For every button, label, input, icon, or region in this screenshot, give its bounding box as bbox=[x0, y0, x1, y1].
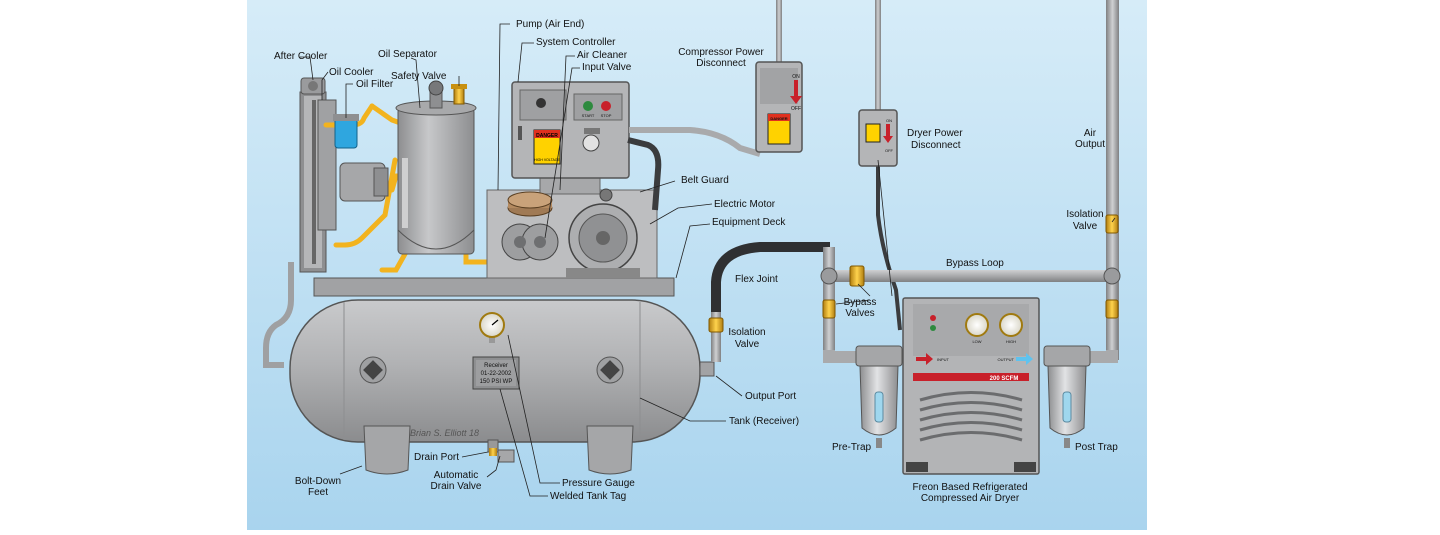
label-input-valve: Input Valve bbox=[582, 62, 632, 73]
label-electric-motor: Electric Motor bbox=[714, 199, 776, 210]
tank-feet bbox=[363, 425, 634, 475]
dryer-disconnect-off-text: OFF bbox=[885, 148, 894, 153]
electric-motor bbox=[566, 188, 640, 278]
label-post-trap: Post Trap bbox=[1075, 442, 1118, 453]
label-dryer-caption-line-1: Freon Based Refrigerated bbox=[912, 482, 1028, 493]
label-oil-cooler: Oil Cooler bbox=[329, 67, 374, 78]
cooler-return-line bbox=[263, 262, 294, 368]
dryer-disconnect-on-text: ON bbox=[886, 118, 892, 123]
isolation-valve-left bbox=[708, 310, 724, 362]
receiver-tank bbox=[289, 299, 701, 443]
disconnect-danger-text: DANGER bbox=[770, 116, 787, 121]
disconnect-on-text: ON bbox=[792, 74, 800, 80]
label-air-output-line-1: Air bbox=[1083, 128, 1097, 139]
pump-air-end bbox=[501, 223, 559, 261]
label-bypass-loop: Bypass Loop bbox=[946, 258, 1004, 269]
label-dryer-power-disconnect-line-1: Dryer Power bbox=[907, 128, 963, 139]
dryer-output-text: OUTPUT bbox=[998, 357, 1015, 362]
label-flex-joint: Flex Joint bbox=[735, 274, 778, 285]
air-dryer bbox=[902, 297, 1040, 475]
tank-tag-line-1: Receiver bbox=[484, 363, 508, 369]
equipment-text: Receiver 01-22-2002 150 PSI WP Brian S. … bbox=[410, 74, 1018, 438]
label-compressor-power-disconnect-line-1: Compressor Power bbox=[678, 47, 764, 58]
label-oil-filter: Oil Filter bbox=[356, 79, 394, 90]
label-automatic-drain-valve-line-2: Drain Valve bbox=[430, 481, 482, 492]
dryer-gauge-low-text: LOW bbox=[972, 339, 981, 344]
controller-danger-text: DANGER bbox=[536, 133, 558, 139]
post-trap bbox=[1043, 345, 1091, 448]
label-automatic-drain-valve-line-1: Automatic bbox=[433, 470, 479, 481]
label-dryer-power-disconnect-line-2: Disconnect bbox=[911, 140, 961, 151]
bypass-piping bbox=[820, 214, 1121, 363]
controller-start-text: START bbox=[582, 113, 595, 118]
tank-output-port bbox=[699, 361, 715, 377]
dryer-model-text: 200 SCFM bbox=[990, 376, 1019, 382]
system-controller bbox=[511, 81, 630, 179]
drain-valve bbox=[487, 439, 515, 463]
fan-motor bbox=[339, 162, 389, 202]
label-air-cleaner: Air Cleaner bbox=[577, 50, 628, 61]
pressure-gauge bbox=[479, 312, 505, 343]
label-drain-port: Drain Port bbox=[414, 452, 460, 463]
oil-filter bbox=[333, 114, 359, 149]
tank-tag-line-3: 150 PSI WP bbox=[480, 379, 513, 385]
label-output-port: Output Port bbox=[745, 391, 797, 402]
after-cooler bbox=[299, 77, 337, 273]
label-bolt-down-feet-line-2: Feet bbox=[307, 487, 329, 498]
label-pump-air-end: Pump (Air End) bbox=[516, 19, 585, 30]
label-pressure-gauge: Pressure Gauge bbox=[562, 478, 635, 489]
label-isolation-valve-left-line-2: Valve bbox=[734, 339, 760, 350]
label-oil-separator: Oil Separator bbox=[378, 49, 437, 60]
equipment-deck bbox=[313, 277, 675, 297]
label-bypass-valves-line-2: Valves bbox=[845, 308, 875, 319]
oil-separator bbox=[395, 80, 477, 255]
label-equipment-deck: Equipment Deck bbox=[712, 217, 786, 228]
leader-lines bbox=[300, 23, 1116, 497]
dryer-power-disconnect bbox=[858, 109, 898, 167]
artist-signature: Brian S. Elliott 18 bbox=[410, 428, 479, 438]
tank-tag-line-2: 01-22-2002 bbox=[481, 371, 512, 377]
label-safety-valve: Safety Valve bbox=[391, 71, 447, 82]
label-tank-receiver: Tank (Receiver) bbox=[729, 416, 800, 427]
label-air-output-line-2: Output bbox=[1074, 139, 1106, 150]
label-dryer-caption-line-2: Compressed Air Dryer bbox=[920, 493, 1020, 504]
label-bypass-valves-line-1: Bypass bbox=[843, 297, 877, 308]
controller-stop-text: STOP bbox=[601, 113, 612, 118]
label-after-cooler: After Cooler bbox=[274, 51, 328, 62]
air-cleaner bbox=[507, 191, 553, 217]
motor-conduit bbox=[627, 137, 662, 211]
dryer-gauge-high-text: HIGH bbox=[1006, 339, 1016, 344]
safety-valve bbox=[451, 84, 467, 105]
label-isolation-valve-top-line-2: Valve bbox=[1072, 221, 1098, 232]
controller-high-voltage-text: HIGH VOLTAGE bbox=[534, 158, 560, 162]
dryer-input-text: INPUT bbox=[937, 357, 950, 362]
power-feed-pipe bbox=[629, 127, 761, 157]
label-bolt-down-feet-line-1: Bolt-Down bbox=[294, 476, 342, 487]
label-pre-trap: Pre-Trap bbox=[832, 442, 872, 453]
label-isolation-valve-top-line-1: Isolation bbox=[1066, 209, 1104, 220]
pre-trap bbox=[855, 345, 903, 448]
label-compressor-power-disconnect-line-2: Disconnect bbox=[696, 58, 746, 69]
compressor-power-disconnect bbox=[755, 61, 803, 153]
flex-joint bbox=[711, 242, 830, 312]
label-belt-guard: Belt Guard bbox=[681, 175, 729, 186]
label-isolation-valve-left-line-1: Isolation bbox=[728, 327, 766, 338]
label-welded-tank-tag: Welded Tank Tag bbox=[550, 491, 627, 502]
label-system-controller: System Controller bbox=[536, 37, 616, 48]
disconnect-off-text: OFF bbox=[791, 106, 801, 112]
